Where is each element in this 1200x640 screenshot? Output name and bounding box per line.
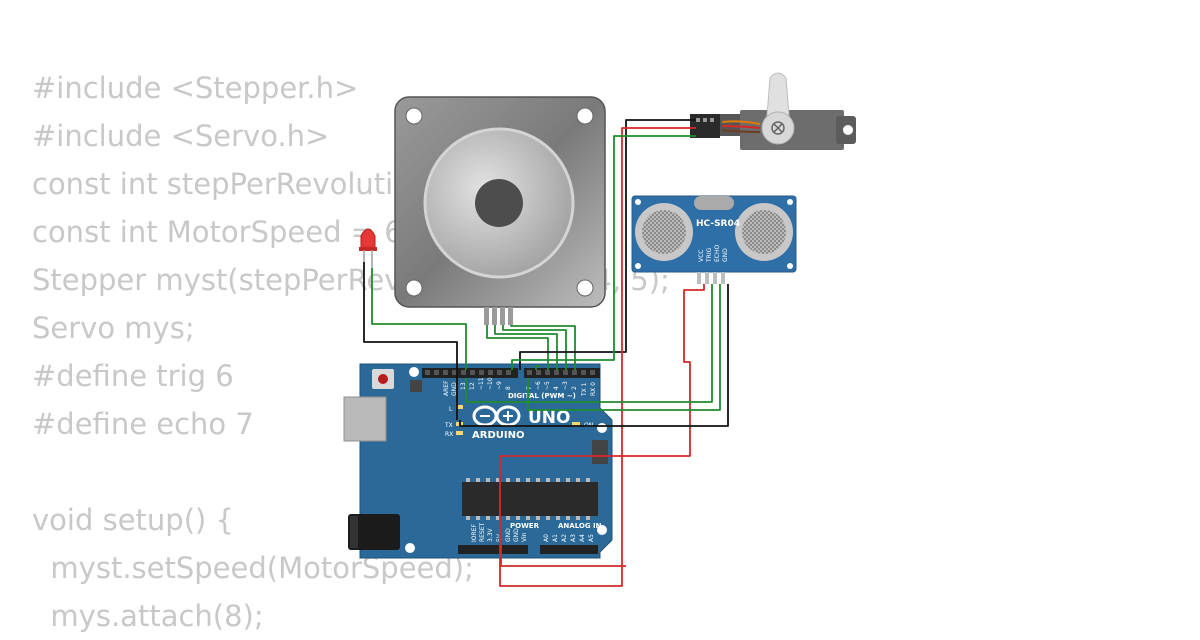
pin-label-tx: TX 1 bbox=[581, 382, 588, 397]
pin-label-10: ~10 bbox=[487, 377, 494, 390]
aref-pin-label: AREF bbox=[443, 380, 450, 396]
analog-header bbox=[540, 545, 598, 554]
icsp-header bbox=[410, 380, 608, 464]
digital-header-right bbox=[524, 368, 600, 378]
servo-connector bbox=[690, 114, 720, 138]
code-line: Servo mys; bbox=[32, 311, 195, 345]
power-header bbox=[458, 545, 528, 554]
power-pin-label: GND bbox=[505, 528, 512, 542]
analog-pin-label: A5 bbox=[588, 534, 595, 542]
code-line: void setup() { bbox=[32, 503, 234, 537]
power-pin-label: Vin bbox=[521, 532, 528, 542]
power-pin-label: 3.3V bbox=[487, 527, 494, 542]
power-header-label: POWER bbox=[510, 522, 540, 530]
code-line: #define echo 7 bbox=[32, 407, 254, 441]
wires bbox=[363, 119, 729, 587]
board-brand-label: ARDUINO bbox=[472, 430, 524, 441]
power-jack bbox=[348, 514, 400, 550]
code-line: #include <Servo.h> bbox=[32, 119, 330, 153]
code-line: #include <Stepper.h> bbox=[32, 71, 359, 105]
arduino-infinity-logo bbox=[472, 405, 521, 427]
pin-label-5: ~5 bbox=[544, 381, 551, 390]
code-line: mys.attach(8); bbox=[32, 599, 264, 633]
pin-label-6: ~6 bbox=[535, 381, 542, 390]
sensor-pin-label: VCC bbox=[698, 250, 705, 262]
power-pin-label: GND bbox=[513, 528, 520, 542]
microcontroller-chip bbox=[462, 482, 598, 516]
rx-led-label: RX bbox=[445, 431, 453, 438]
pin-label-7: 7 bbox=[526, 386, 533, 390]
servo-motor[interactable] bbox=[690, 72, 856, 150]
analog-pin-label: A3 bbox=[570, 534, 577, 542]
gnd-pin-label: GND bbox=[451, 382, 458, 396]
power-pin-label: RESET bbox=[479, 522, 486, 542]
l-led-label: L bbox=[449, 406, 453, 413]
code-line: #define trig 6 bbox=[32, 359, 234, 393]
power-pin-label: IOREF bbox=[471, 524, 478, 542]
sensor-pin-label: TRIG bbox=[706, 247, 713, 263]
pin-label-11: ~11 bbox=[478, 377, 485, 390]
usb-connector bbox=[343, 396, 387, 442]
pin-label-9: ~9 bbox=[496, 381, 503, 390]
analog-header-label: ANALOG IN bbox=[558, 522, 602, 530]
digital-header-label: DIGITAL (PWM ~) bbox=[508, 392, 576, 400]
stepper-motor[interactable] bbox=[394, 96, 606, 325]
board-model-label: UNO bbox=[528, 408, 570, 428]
pin-label-4: 4 bbox=[553, 386, 560, 390]
analog-pin-label: A1 bbox=[552, 534, 559, 542]
pin-label-12: 12 bbox=[469, 382, 476, 390]
pin-label-2: 2 bbox=[571, 386, 578, 390]
arduino-uno-board[interactable]: AREF GND 13 12 ~11 ~10 ~9 8 7 ~6 ~5 4 ~3… bbox=[343, 363, 613, 559]
analog-pin-label: A4 bbox=[579, 534, 586, 542]
pin-label-rx: RX 0 bbox=[590, 382, 597, 396]
pin-label-3: ~3 bbox=[562, 381, 569, 390]
red-led[interactable] bbox=[359, 228, 377, 268]
ultrasonic-sensor[interactable]: HC-SR04 VCC TRIG ECHO GND bbox=[631, 195, 797, 284]
analog-pin-label: A2 bbox=[561, 534, 568, 542]
sensor-pin-label: GND bbox=[722, 248, 729, 262]
pin-label-8: 8 bbox=[505, 386, 512, 390]
sensor-pin-label: ECHO bbox=[714, 245, 721, 262]
tx-led-label: TX bbox=[444, 422, 453, 429]
sensor-model-label: HC-SR04 bbox=[696, 219, 740, 229]
pin-label-13: 13 bbox=[460, 382, 467, 390]
analog-pin-label: A0 bbox=[543, 534, 550, 542]
